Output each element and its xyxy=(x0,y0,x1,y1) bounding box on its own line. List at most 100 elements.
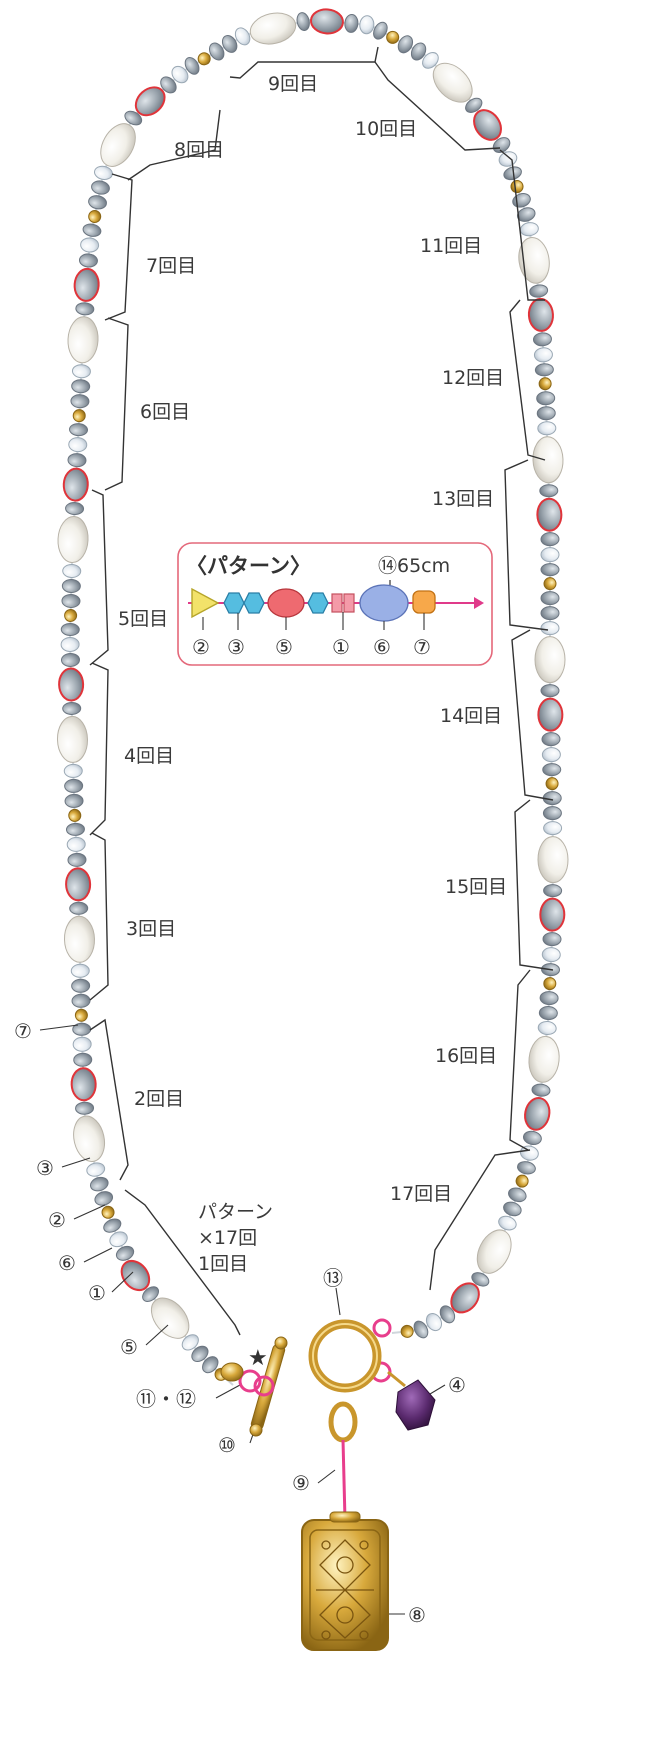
pattern-legend: 〈パターン〉 ⑭65cm ② ③ ⑤ ① ⑥ ⑦ xyxy=(177,542,493,666)
grey-bead xyxy=(64,778,84,793)
grey-bead xyxy=(221,35,238,53)
pearl-bead xyxy=(476,1229,512,1274)
highlighted-bead xyxy=(58,667,85,702)
grey-bead xyxy=(542,763,562,777)
label-part-5: ⑤ xyxy=(120,1335,138,1359)
crystal-bead xyxy=(540,547,560,563)
label-part-9: ⑨ xyxy=(292,1471,310,1495)
pattern-num-1: ① xyxy=(332,635,350,659)
crystal-bead xyxy=(62,563,82,578)
grey-bead xyxy=(542,932,562,947)
grey-bead xyxy=(67,453,87,468)
grey-bead xyxy=(60,622,80,636)
crystal-bead xyxy=(234,27,251,46)
highlighted-bead xyxy=(65,867,92,902)
pearl-bead xyxy=(150,1297,190,1339)
star-icon: ★ xyxy=(248,1346,268,1371)
grey-bead xyxy=(344,13,359,33)
crystal-bead xyxy=(537,1020,557,1036)
grey-bead xyxy=(410,42,427,61)
pearl-bead xyxy=(432,62,473,103)
label-part-2: ② xyxy=(48,1208,66,1232)
grey-bead xyxy=(531,1083,551,1097)
grey-bead xyxy=(191,1345,209,1363)
crystal-bead xyxy=(537,421,557,436)
grey-bead xyxy=(540,591,560,606)
pattern-note-line1: パターン xyxy=(198,1201,273,1223)
pattern-thread-label: ⑭65cm xyxy=(378,555,450,577)
pattern-num-6: ⑥ xyxy=(373,635,391,659)
pearl-bead xyxy=(67,316,99,364)
gold-bead xyxy=(543,577,557,591)
grey-bead xyxy=(439,1305,456,1324)
grey-bead xyxy=(62,701,82,715)
grey-bead xyxy=(541,732,561,747)
clasp-hardware xyxy=(220,1318,436,1651)
round-label-10: 10回目 xyxy=(355,118,417,140)
gold-bead xyxy=(64,608,78,622)
crystal-bead xyxy=(498,1215,517,1231)
round-label-16: 16回目 xyxy=(435,1045,497,1067)
pattern-num-3: ③ xyxy=(227,635,245,659)
crystal-bead xyxy=(533,347,553,363)
label-part-3: ③ xyxy=(36,1156,54,1180)
round-label-8: 8回目 xyxy=(174,139,224,161)
round-label-2: 2回目 xyxy=(134,1088,184,1110)
grey-bead xyxy=(471,1272,490,1287)
grey-bead xyxy=(71,379,91,394)
round-label-9: 9回目 xyxy=(268,73,318,95)
grey-bead xyxy=(89,1176,109,1192)
crystal-bead xyxy=(70,963,90,978)
grey-bead xyxy=(160,76,177,94)
label-part-6: ⑥ xyxy=(58,1251,76,1275)
label-part-11-12: ⑪・⑫ xyxy=(136,1387,196,1411)
grey-bead xyxy=(70,394,90,409)
pearl-bead xyxy=(532,436,564,484)
highlighted-bead xyxy=(473,109,502,141)
jump-ring-10 xyxy=(238,1369,262,1393)
crystal-bead xyxy=(543,821,563,836)
round-label-17: 17回目 xyxy=(390,1183,452,1205)
grey-bead xyxy=(413,1320,429,1339)
grey-bead xyxy=(184,57,200,75)
round-label-4: 4回目 xyxy=(124,745,174,767)
crystal-bead xyxy=(94,165,113,180)
grey-bead xyxy=(532,332,552,347)
crystal-bead xyxy=(60,636,80,652)
pattern-note-line3: 1回目 xyxy=(198,1253,248,1275)
round-label-12: 12回目 xyxy=(442,367,504,389)
round-brackets xyxy=(89,46,554,1336)
grey-bead xyxy=(465,97,483,113)
crystal-bead xyxy=(71,364,91,379)
amethyst-charm xyxy=(395,1379,436,1431)
grey-bead xyxy=(64,793,84,808)
ornate-pendant xyxy=(301,1511,389,1651)
label-part-8: ⑧ xyxy=(408,1603,426,1627)
grey-bead xyxy=(542,806,562,821)
grey-bead xyxy=(540,684,560,698)
highlighted-bead xyxy=(134,86,166,117)
pearl-bead xyxy=(63,915,95,963)
highlighted-bead xyxy=(537,697,564,732)
gold-bead xyxy=(510,180,524,194)
crystal-bead xyxy=(181,1334,199,1351)
grey-bead xyxy=(517,1161,536,1175)
bead-2-icon xyxy=(191,587,220,619)
grey-bead xyxy=(69,901,89,915)
grey-bead xyxy=(115,1245,135,1261)
grey-bead xyxy=(202,1356,219,1374)
gold-bead xyxy=(74,1008,88,1022)
crystal-bead xyxy=(422,52,439,69)
highlighted-bead xyxy=(527,297,554,332)
grey-bead xyxy=(61,652,80,667)
grey-bead xyxy=(75,1101,95,1115)
label-part-4: ④ xyxy=(448,1373,466,1397)
pattern-num-5: ⑤ xyxy=(275,635,293,659)
label-part-13: ⑬ xyxy=(323,1266,343,1290)
grey-bead xyxy=(539,484,559,498)
label-part-10: ⑩ xyxy=(218,1433,236,1457)
grey-bead xyxy=(61,593,81,608)
round-label-7: 7回目 xyxy=(146,255,196,277)
grey-bead xyxy=(539,991,559,1006)
